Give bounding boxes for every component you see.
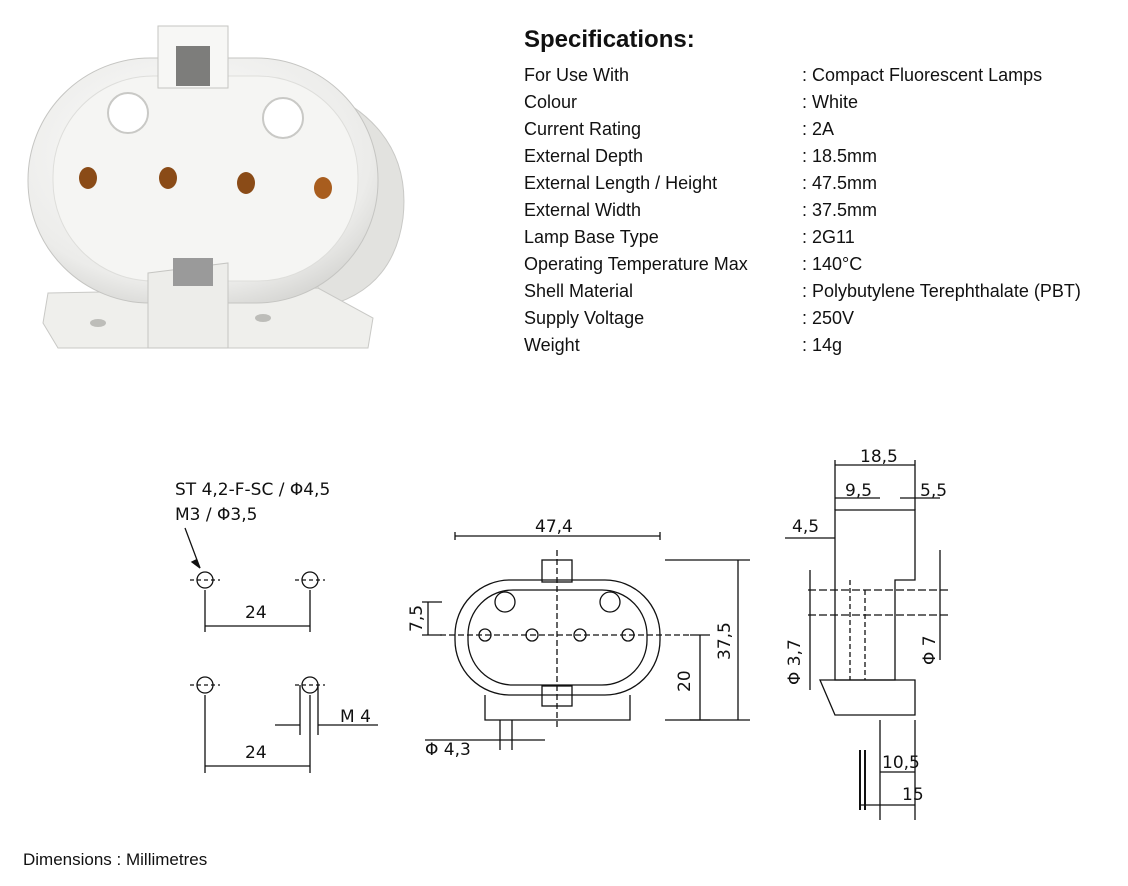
spec-value: : 2A [802, 119, 835, 139]
spec-label: Shell Material [524, 281, 634, 301]
spec-label: Current Rating [524, 119, 642, 139]
spec-label: Weight [524, 335, 580, 355]
spec-value: : Polybutylene Terephthalate (PBT) [802, 281, 1081, 301]
pin-dim: 7,5 [407, 605, 427, 632]
spec-label: External Width [524, 200, 642, 220]
spec-value: : 37.5mm [802, 200, 878, 220]
spec-label: Supply Voltage [524, 308, 645, 328]
hole-spacing-top: 24 [245, 603, 267, 623]
spec-value: : Compact Fluorescent Lamps [802, 65, 1043, 85]
spec-label: Operating Temperature Max [524, 254, 748, 274]
dimensions-note: Dimensions : Millimetres [23, 850, 208, 869]
dim-7: Φ 7 [920, 635, 940, 665]
dim-15: 15 [902, 785, 924, 805]
spec-value: : 18.5mm [802, 146, 878, 166]
hole-pattern: ST 4,2-F-SC / Φ4,5 M3 / Φ3,5 24 24 M 4 [175, 480, 378, 773]
product-photo [27, 25, 405, 349]
dim-10-5: 10,5 [882, 753, 920, 773]
spec-label: External Length / Height [524, 173, 718, 193]
hole-spacing-bottom: 24 [245, 743, 267, 763]
width-dim: 47,4 [535, 517, 573, 537]
spec-value: : 250V [802, 308, 855, 328]
spec-label: Lamp Base Type [524, 227, 659, 247]
dim-5-5: 5,5 [920, 481, 947, 501]
spec-title: Specifications: [524, 26, 695, 53]
screw-spec-2: M3 / Φ3,5 [175, 505, 257, 525]
spec-label: External Depth [524, 146, 644, 166]
front-view: 47,4 7,5 20 37,5 Φ 4,3 [407, 517, 750, 760]
lower-dim: 20 [675, 670, 695, 692]
hole-dia: Φ 4,3 [425, 740, 471, 760]
spec-value: : 140°C [802, 254, 863, 274]
depth-dim: 18,5 [860, 447, 898, 467]
side-view: 18,5 9,5 5,5 4,5 Φ 3,7 Φ 7 10,5 15 [785, 447, 948, 820]
spec-value: : 14g [802, 335, 843, 355]
spec-value: : White [802, 92, 859, 112]
thread-label: M 4 [340, 707, 371, 727]
dimension-drawing: ST 4,2-F-SC / Φ4,5 M3 / Φ3,5 24 24 M 4 4… [175, 447, 948, 820]
dim-3-7: Φ 3,7 [785, 639, 805, 685]
spec-value: : 2G11 [802, 227, 855, 247]
dim-4-5: 4,5 [792, 517, 819, 537]
dim-9-5: 9,5 [845, 481, 872, 501]
spec-label: Colour [524, 92, 578, 112]
screw-spec-1: ST 4,2-F-SC / Φ4,5 [175, 480, 330, 500]
height-dim: 37,5 [715, 622, 735, 660]
spec-label: For Use With [524, 65, 630, 85]
spec-value: : 47.5mm [802, 173, 878, 193]
